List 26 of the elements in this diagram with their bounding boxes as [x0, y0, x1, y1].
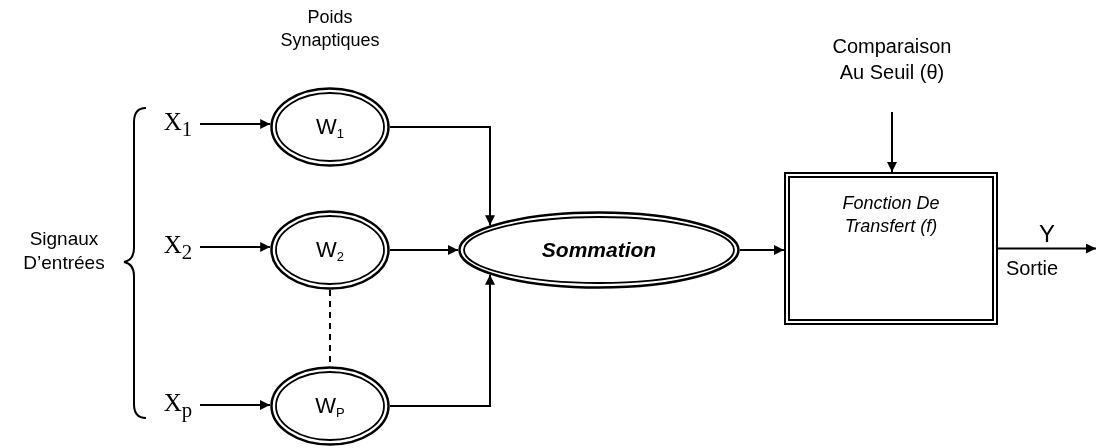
- arrow: [199, 119, 272, 129]
- text-label: Sortie: [1004, 256, 1060, 281]
- arrow: [199, 400, 271, 410]
- node-label: W$_{1}$: [316, 113, 344, 141]
- input-signal-label: X$_{1}$: [156, 108, 200, 140]
- arrow: [389, 245, 459, 255]
- node-label: W$_{P}$: [315, 392, 345, 420]
- arrow: [997, 243, 1097, 254]
- transfer-function-box: [784, 172, 998, 325]
- input-signal-label: X$_{2}$: [156, 231, 200, 263]
- node-label: Sommation: [541, 238, 657, 262]
- input-signal-label: X$_{p}$: [156, 389, 200, 421]
- arrow: [199, 242, 272, 252]
- weight-ellipse: [270, 210, 390, 290]
- weight-ellipse: [270, 87, 390, 167]
- node-label: Fonction De Transfert (f): [841, 192, 941, 239]
- arrow: [887, 111, 897, 173]
- arrow: [739, 245, 785, 255]
- threshold-label: Comparaison Au Seuil (θ): [827, 8, 957, 112]
- arrow: [389, 126, 495, 227]
- weight-ellipse: [270, 366, 390, 446]
- text-label: Poids Synaptiques: [279, 6, 381, 51]
- arrow: [389, 273, 495, 407]
- text-label: Signaux D’entrées: [22, 227, 106, 275]
- summation-ellipse: [458, 211, 740, 289]
- node-label: W$_{2}$: [316, 236, 344, 264]
